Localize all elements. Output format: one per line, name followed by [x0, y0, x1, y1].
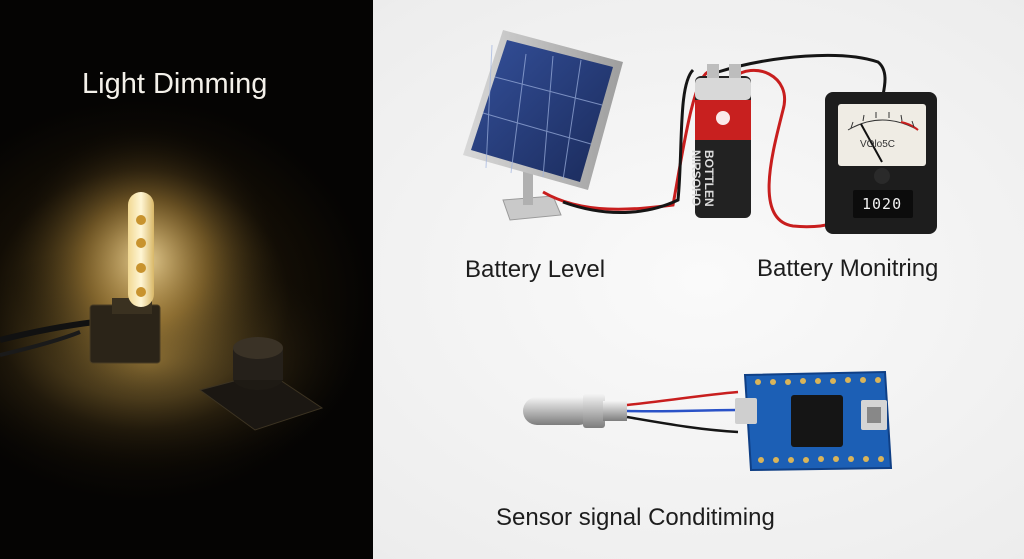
battery-level-label: Battery Level — [465, 256, 606, 283]
battery-terminal-neg — [707, 64, 719, 78]
led-3 — [136, 263, 146, 273]
meter-needle — [860, 123, 883, 163]
sensor-probe-collar — [583, 394, 605, 428]
ic-chip — [791, 395, 843, 447]
battery-circuit-illustration — [463, 30, 937, 234]
battery-text-line2: NIRSOHO — [688, 150, 703, 207]
battery-monitoring-label: Battery Monitring — [757, 255, 939, 282]
battery-printed-text: BOTTLEN NIRSOHO — [688, 150, 716, 230]
sensor-black-wire — [626, 415, 739, 434]
solar-panel-cells — [471, 40, 613, 182]
dimmer-knob — [233, 337, 283, 359]
black-wire-meter — [717, 53, 887, 96]
led-2 — [136, 238, 146, 248]
battery-text-line1: BOTTLEN — [702, 150, 716, 207]
meter-dial — [838, 104, 926, 166]
solar-stand-base — [502, 195, 562, 221]
light-dimming-label: Light Dimming — [82, 68, 268, 100]
light-dimming-panel: Light Dimming — [0, 0, 373, 559]
meter-digital-readout: 1020 — [862, 195, 903, 213]
sensor-probe-tip — [523, 397, 593, 425]
sensor-illustration — [523, 370, 893, 472]
led-4 — [136, 287, 146, 297]
led-1 — [136, 215, 146, 225]
solar-stand-post — [523, 170, 533, 205]
meter-display — [853, 190, 913, 218]
meter-dial-text: VOlo5C — [860, 139, 896, 150]
lamp-tube — [128, 192, 154, 307]
sensor-red-wire — [626, 390, 739, 407]
input-connector — [735, 398, 757, 424]
lamp-cable — [0, 319, 96, 343]
battery-terminal-pos — [729, 64, 741, 78]
sensor-conditioning-label: Sensor signal Conditiming — [496, 504, 775, 531]
lamp-illustration — [0, 120, 370, 480]
sensor-blue-wire — [626, 408, 739, 413]
black-wire-solar — [562, 68, 695, 215]
battery-sensor-panel: BOTTLEN NIRSOHO VOlo5C 1020 — [373, 0, 1024, 559]
